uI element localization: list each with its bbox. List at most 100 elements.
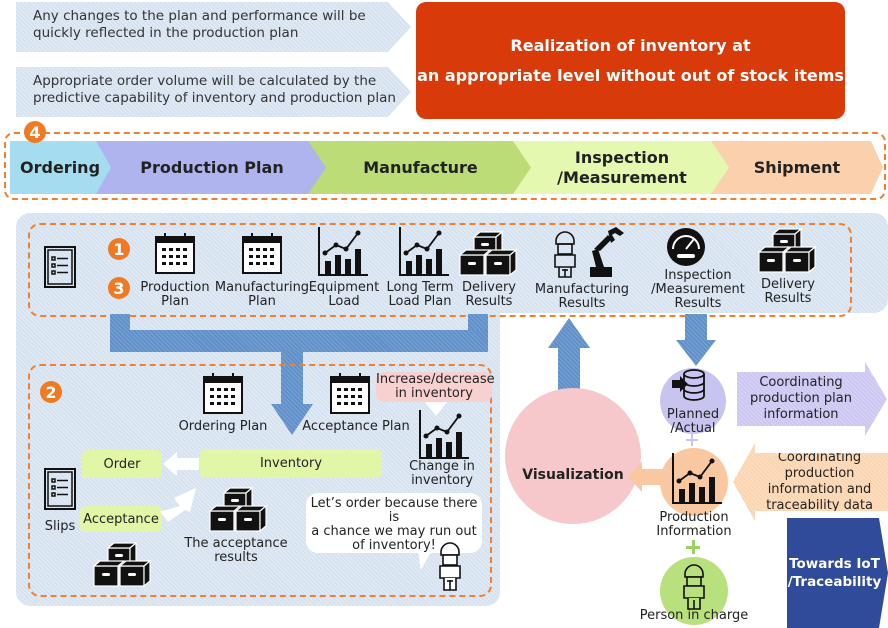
step-shipment: Shipment [711, 141, 883, 194]
step-shipment-label: Shipment [753, 157, 841, 177]
step-inspection: Inspection/Measurement [513, 141, 731, 194]
benefit-1-line1: Any changes to the plan and performance … [33, 8, 366, 24]
acceptance-results-line2: results [214, 550, 258, 565]
slips-icon [44, 468, 76, 510]
shipment-delivery-line2: Results [764, 291, 812, 306]
long-term-line2: Load Plan [388, 294, 452, 309]
boxes-icon [208, 487, 268, 533]
benefit-2-line1: Appropriate order volume will be calcula… [33, 73, 377, 89]
visualization-circle [505, 388, 641, 524]
calendar-icon [203, 373, 243, 414]
inventory-frame [28, 364, 492, 597]
manufacturing-plan-line1: Manufacturing [214, 280, 310, 295]
inspection-results-line3: Results [674, 296, 722, 311]
manufacturing-results-line2: Results [558, 296, 606, 311]
chart-icon [399, 227, 449, 276]
order-pill: Order [82, 450, 162, 478]
badge-4: 4 [24, 121, 46, 143]
towards-iot-arrow: Towards IoT/Traceability [787, 518, 888, 628]
step-production-plan-label: Production Plan [140, 157, 284, 177]
step-manufacture: Manufacture [308, 141, 533, 194]
worker-icon [683, 564, 705, 610]
worker-icon [439, 542, 461, 591]
planned-line1: Planned [666, 407, 720, 422]
step-inspection-label-1: Inspection [574, 147, 670, 167]
benefit-arrow-1: Any changes to the plan and performance … [16, 2, 411, 52]
step-inspection-label-2: /Measurement [557, 167, 687, 187]
coord-plan-line2: production plan [749, 391, 852, 406]
benefit-arrow-2: Appropriate order volume will be calcula… [16, 67, 411, 117]
coord-plan-line1: Coordinating [759, 375, 843, 390]
ordering-plan-label: Ordering Plan [178, 419, 268, 434]
badge-2: 2 [40, 381, 62, 403]
chart-icon [419, 410, 469, 459]
planned-circle [660, 368, 726, 434]
planned-actual-label: Planned/Actual [650, 408, 736, 436]
process-flow-frame [4, 132, 886, 200]
step-production-plan: Production Plan [96, 141, 328, 194]
plus-icon [686, 434, 698, 446]
increase-decrease-line1: Increase/decrease [376, 372, 495, 387]
acceptance-results-line1: The acceptance [184, 536, 288, 551]
boxes-icon [92, 542, 152, 588]
database-icon [672, 369, 705, 401]
slips-label: Slips [44, 519, 76, 534]
iot-line2: /Traceability [787, 574, 882, 590]
speech-line2: a chance we may run out [311, 524, 477, 539]
speech-line3: of inventory! [352, 538, 436, 553]
coord-trace-line2: information and [767, 482, 872, 497]
connector-horizontal [110, 330, 488, 352]
production-info-line1: Production [659, 510, 729, 525]
person-in-charge-label: Person in charge [639, 608, 749, 623]
chart-icon [672, 453, 722, 504]
acceptance-plan-label: Acceptance Plan [302, 419, 410, 434]
step-manufacture-label: Manufacture [363, 157, 478, 177]
badge-1: 1 [108, 238, 130, 260]
change-line2: inventory [411, 473, 473, 488]
long-term-line1: Long Term [386, 280, 454, 295]
production-plan-line1: Production [140, 280, 210, 295]
calendar-icon [330, 373, 370, 414]
iot-line1: Towards IoT [789, 556, 880, 572]
delivery-line2: Results [465, 294, 513, 309]
benefit-1-line2: quickly reflected in the production plan [33, 25, 299, 41]
plus-icon [686, 540, 700, 554]
visualization-label: Visualization [522, 467, 624, 483]
boxes-icon [757, 228, 817, 274]
down-arrow-to-planned [676, 314, 716, 366]
calendar-icon [242, 233, 282, 274]
delivery-line1: Delivery [462, 280, 516, 295]
equipment-load-line1: Equipment [308, 280, 380, 295]
production-plan-line2: Plan [161, 294, 189, 309]
boxes-icon [458, 231, 518, 277]
production-info-circle [660, 448, 728, 516]
coord-trace-line1: Coordinating production [777, 450, 862, 481]
worker-robot-icon [554, 227, 624, 278]
coord-trace-line3: traceability data [766, 498, 873, 513]
production-info-line2: Information [656, 524, 732, 539]
inventory-pill: Inventory [200, 449, 382, 478]
checklist-icon [44, 246, 76, 288]
change-line1: Change in [409, 459, 475, 474]
up-arrow-to-manufacturing [548, 318, 590, 398]
shipment-delivery-line1: Delivery [761, 277, 815, 292]
badge-3: 3 [108, 277, 130, 299]
calendar-icon [155, 233, 195, 274]
manufacturing-plan-line2: Plan [248, 294, 276, 309]
goal-line1: Realization of inventory at [510, 35, 751, 55]
data-items-frame [28, 223, 852, 317]
